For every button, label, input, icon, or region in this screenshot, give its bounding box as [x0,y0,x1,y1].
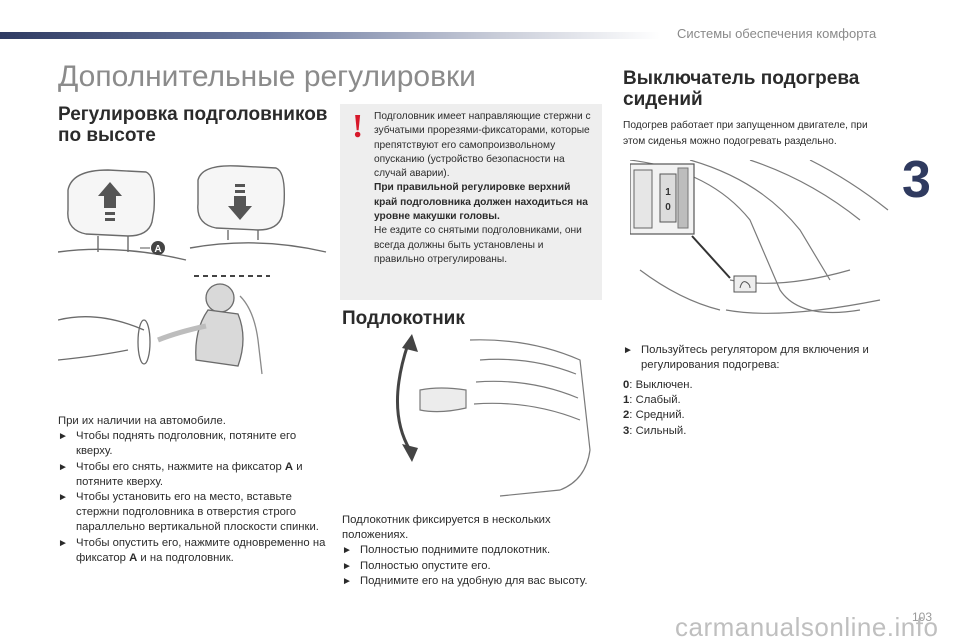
watermark: carmanualsonline.info [675,612,939,642]
seat-heating-instructions: ►Пользуйтесь регулятором для включения и… [623,343,888,373]
armrest-illustration [396,334,591,497]
dial-label-1: 1 [665,187,671,198]
headrest-heading: Регулировка подголовников по высоте [58,104,328,146]
header-bar [0,32,660,39]
warning-text: Подголовник имеет направляющие стержни с… [374,111,591,265]
list-item: ►Пользуйтесь регулятором для включения и… [623,344,869,372]
steering-wheel [58,316,151,365]
dial-label-0: 0 [665,202,671,213]
warning-icon: ! [352,108,364,145]
up-arrow-icon [98,182,122,221]
armrest-arc-arrow [396,343,412,451]
section-title: Системы обеспечения комфорта [677,26,877,41]
level-item: 0: Выключен. [623,379,693,391]
seat-heating-heading: Выключатель подогрева сидений [623,68,860,110]
seat-heater-switch-icon [733,275,757,293]
seat-heating-illustration: 1 0 [630,160,889,314]
chapter-number: 3 [902,151,931,209]
list-item: ►Чтобы опустить его, нажмите одновременн… [58,536,326,564]
heating-levels: 0: Выключен. 1: Слабый. 2: Средний. 3: С… [623,378,823,439]
armrest-intro: Подлокотник фиксируется в нескольких пол… [342,514,551,542]
armrest-heading: Подлокотник [342,308,465,329]
down-arrow-icon [228,184,252,220]
headrest-intro: При их наличии на автомобиле. [58,415,226,427]
heating-dial-inset [630,163,695,235]
callout-a-label: A [154,244,161,255]
headrest-down-figure [189,165,327,253]
page-number: 103 [912,610,933,624]
list-item: ►Полностью опустите его. [342,559,491,572]
page-title: Дополнительные регулировки [58,60,476,93]
level-item: 3: Сильный. [623,424,687,437]
headrest-instructions: При их наличии на автомобиле. ►Чтобы под… [58,414,328,566]
seat-heating-desc: Подогрев работает при запущенном двигате… [623,120,868,147]
list-item: ►Чтобы его снять, нажмите на фиксатор A … [58,460,303,488]
level-item: 2: Средний. [623,409,685,422]
callout-a-marker [140,241,165,255]
list-item: ►Чтобы установить его на место, вставьте… [58,491,319,534]
headrest-illustration: A [58,165,327,375]
warning-box: ! Подголовник имеет направляющие стержни… [340,104,602,300]
list-item: ►Чтобы поднять подголовник, потяните его… [58,430,297,458]
headrest-up-figure [58,169,187,261]
level-item: 1: Слабый. [623,394,681,407]
armrest-instructions: Подлокотник фиксируется в нескольких пол… [342,513,602,589]
list-item: ►Полностью поднимите подлокотник. [342,544,551,557]
driver-figure [157,283,263,375]
list-item: ►Поднимите его на удобную для вас высоту… [342,574,588,587]
